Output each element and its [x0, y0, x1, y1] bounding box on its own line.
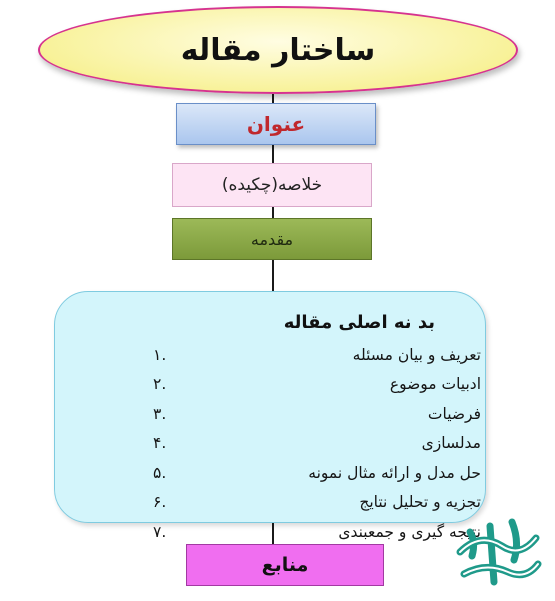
list-item: ادبیات موضوع ۲.	[153, 370, 481, 400]
abstract-box: خلاصه(چکیده)	[172, 163, 372, 207]
list-item-number: ۵.	[153, 463, 167, 482]
abstract-box-label: خلاصه(چکیده)	[221, 175, 323, 195]
list-item-text: فرضیات	[427, 404, 481, 423]
list-item: تجزیه و تحلیل نتایج ۶.	[153, 488, 481, 518]
title-box: عنوان	[176, 103, 376, 145]
list-item-text: ادبیات موضوع	[389, 375, 481, 394]
list-item: تعریف و بیان مسئله ۱.	[153, 340, 481, 370]
list-item-text: حل مدل و ارائه مثال نمونه	[308, 463, 481, 482]
main-body-list: تعریف و بیان مسئله ۱. ادبیات موضوع ۲. فرضی…	[153, 340, 481, 547]
list-item-number: ۴.	[153, 434, 167, 453]
list-item: فرضیات ۳.	[153, 399, 481, 429]
diagram-title: ساختار مقاله	[180, 32, 376, 68]
list-item-number: ۷.	[153, 522, 167, 541]
title-box-label: عنوان	[246, 112, 306, 136]
connector-body	[272, 260, 274, 291]
calligraphy-logo-icon	[456, 518, 542, 586]
title-oval: ساختار مقاله	[38, 6, 518, 94]
connector-intro-body	[272, 207, 274, 218]
main-body-panel	[54, 291, 486, 523]
list-item-text: تعریف و بیان مسئله	[352, 345, 481, 364]
sources-box: منابع	[186, 544, 384, 586]
list-item: حل مدل و ارائه مثال نمونه ۵.	[153, 458, 481, 488]
list-item-number: ۳.	[153, 404, 167, 423]
main-body-heading: بد نه اصلی مقاله	[283, 312, 435, 333]
connector-title-abstract	[272, 94, 274, 103]
connector-abstract-intro	[272, 145, 274, 163]
list-item-text: تجزیه و تحلیل نتایج	[359, 493, 481, 512]
list-item-text: مدلسازی	[421, 434, 481, 453]
list-item: نتیجه گیری و جمعبندی ۷.	[153, 517, 481, 547]
intro-box-label: مقدمه	[250, 229, 294, 249]
list-item-number: ۲.	[153, 375, 167, 394]
sources-box-label: منابع	[261, 554, 309, 576]
list-item-number: ۶.	[153, 493, 167, 512]
list-item-text: نتیجه گیری و جمعبندی	[338, 522, 481, 541]
intro-box: مقدمه	[172, 218, 372, 260]
list-item-number: ۱.	[153, 345, 167, 364]
list-item: مدلسازی ۴.	[153, 429, 481, 459]
